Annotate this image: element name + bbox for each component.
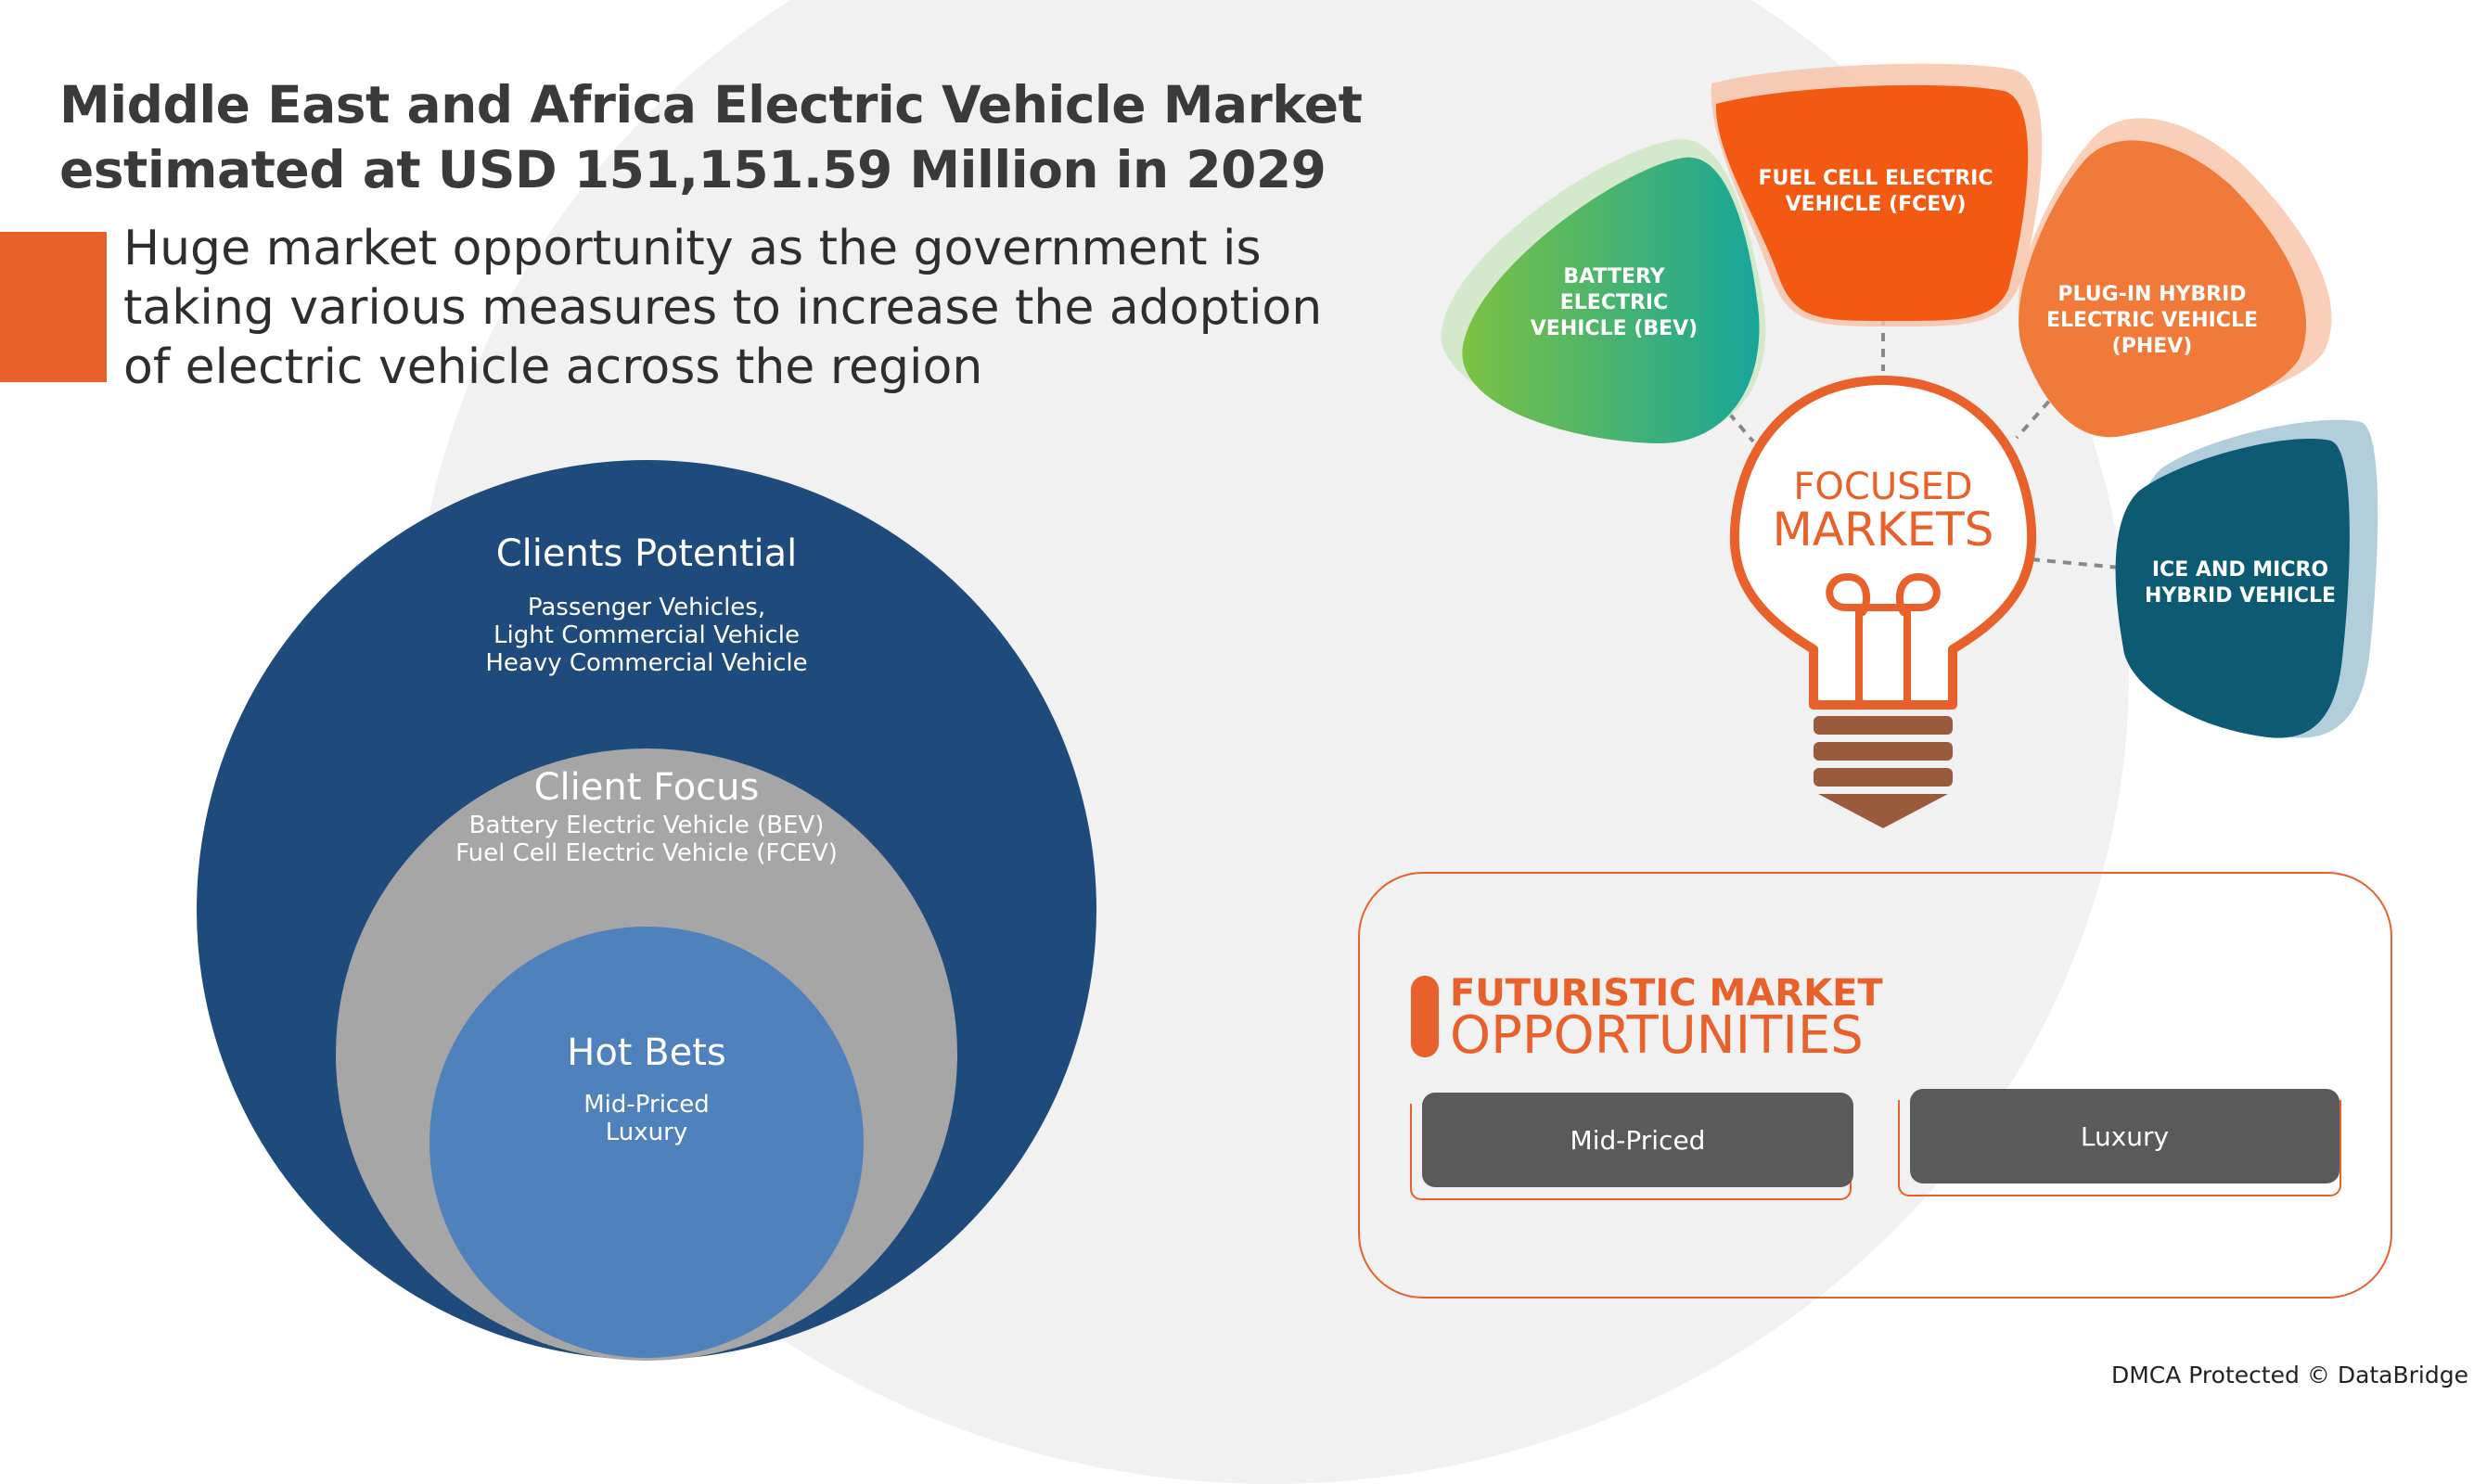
petal-ice-line: HYBRID VEHICLE — [2145, 584, 2336, 608]
petal-bev-line: BATTERY — [1563, 265, 1665, 288]
petal-bev: BATTERY ELECTRIC VEHICLE (BEV) — [1441, 138, 1766, 444]
hot-bets-item: Luxury — [605, 1119, 688, 1146]
petal-phev-line: (PHEV) — [2112, 335, 2193, 358]
client-focus-item: Fuel Cell Electric Vehicle (FCEV) — [455, 839, 838, 867]
opportunities-title-line-1: FUTURISTIC MARKET — [1450, 972, 1883, 1015]
petal-fcev: FUEL CELL ELECTRIC VEHICLE (FCEV) — [1711, 63, 2043, 327]
markets-label: MARKETS — [1773, 503, 1994, 556]
focused-markets-diagram: BATTERY ELECTRIC VEHICLE (BEV) FUEL CELL… — [1441, 63, 2378, 828]
subtitle: Huge market opportunity as the governmen… — [123, 219, 1404, 397]
petal-fcev-line: VEHICLE (FCEV) — [1786, 193, 1967, 216]
title-line-2: estimated at USD 151,151.59 Million in 2… — [59, 140, 1327, 199]
opportunity-luxury: Luxury — [1910, 1089, 2339, 1183]
focused-label: FOCUSED — [1793, 466, 1972, 508]
page-title: Middle East and Africa Electric Vehicle … — [59, 72, 1414, 202]
petal-phev-line: ELECTRIC VEHICLE — [2046, 309, 2258, 332]
opportunities-title-line-2: OPPORTUNITIES — [1450, 1005, 1864, 1066]
opportunities-accent — [1411, 976, 1439, 1057]
lightbulb-icon: FOCUSED MARKETS — [1729, 376, 2037, 828]
client-focus-item: Battery Electric Vehicle (BEV) — [468, 812, 825, 839]
subtitle-line-3: of electric vehicle across the region — [123, 339, 983, 395]
petal-ice: ICE AND MICRO HYBRID VEHICLE — [2115, 419, 2378, 738]
hot-bets-title: Hot Bets — [567, 1031, 726, 1074]
subtitle-line-1: Huge market opportunity as the governmen… — [123, 221, 1262, 276]
client-focus-title: Client Focus — [533, 766, 760, 809]
hot-bets-item: Mid-Priced — [583, 1091, 710, 1119]
petal-ice-line: ICE AND MICRO — [2152, 558, 2328, 582]
clients-potential-item: Passenger Vehicles, — [527, 594, 766, 621]
footer-copyright: DMCA Protected © DataBridge — [2110, 1362, 2468, 1388]
petal-phev-line: PLUG-IN HYBRID — [2057, 283, 2246, 306]
opportunities-panel — [1358, 872, 2392, 1298]
subtitle-accent-bar — [0, 232, 107, 382]
clients-potential-item: Light Commercial Vehicle — [494, 621, 800, 649]
clients-potential-title: Clients Potential — [495, 532, 798, 575]
opportunity-mid-priced: Mid-Priced — [1422, 1093, 1853, 1187]
subtitle-line-2: taking various measures to increase the … — [123, 280, 1323, 336]
petal-phev: PLUG-IN HYBRID ELECTRIC VEHICLE (PHEV) — [2018, 118, 2332, 438]
title-line-1: Middle East and Africa Electric Vehicle … — [59, 75, 1363, 134]
clients-potential-item: Heavy Commercial Vehicle — [485, 649, 808, 677]
opportunity-outline — [1898, 1100, 2341, 1196]
petal-bev-line: VEHICLE (BEV) — [1531, 317, 1698, 340]
petal-bev-line: ELECTRIC — [1560, 291, 1669, 314]
connector-lines — [1707, 317, 2121, 569]
hot-bets-circle — [429, 927, 864, 1358]
petal-fcev-line: FUEL CELL ELECTRIC — [1759, 167, 1993, 190]
